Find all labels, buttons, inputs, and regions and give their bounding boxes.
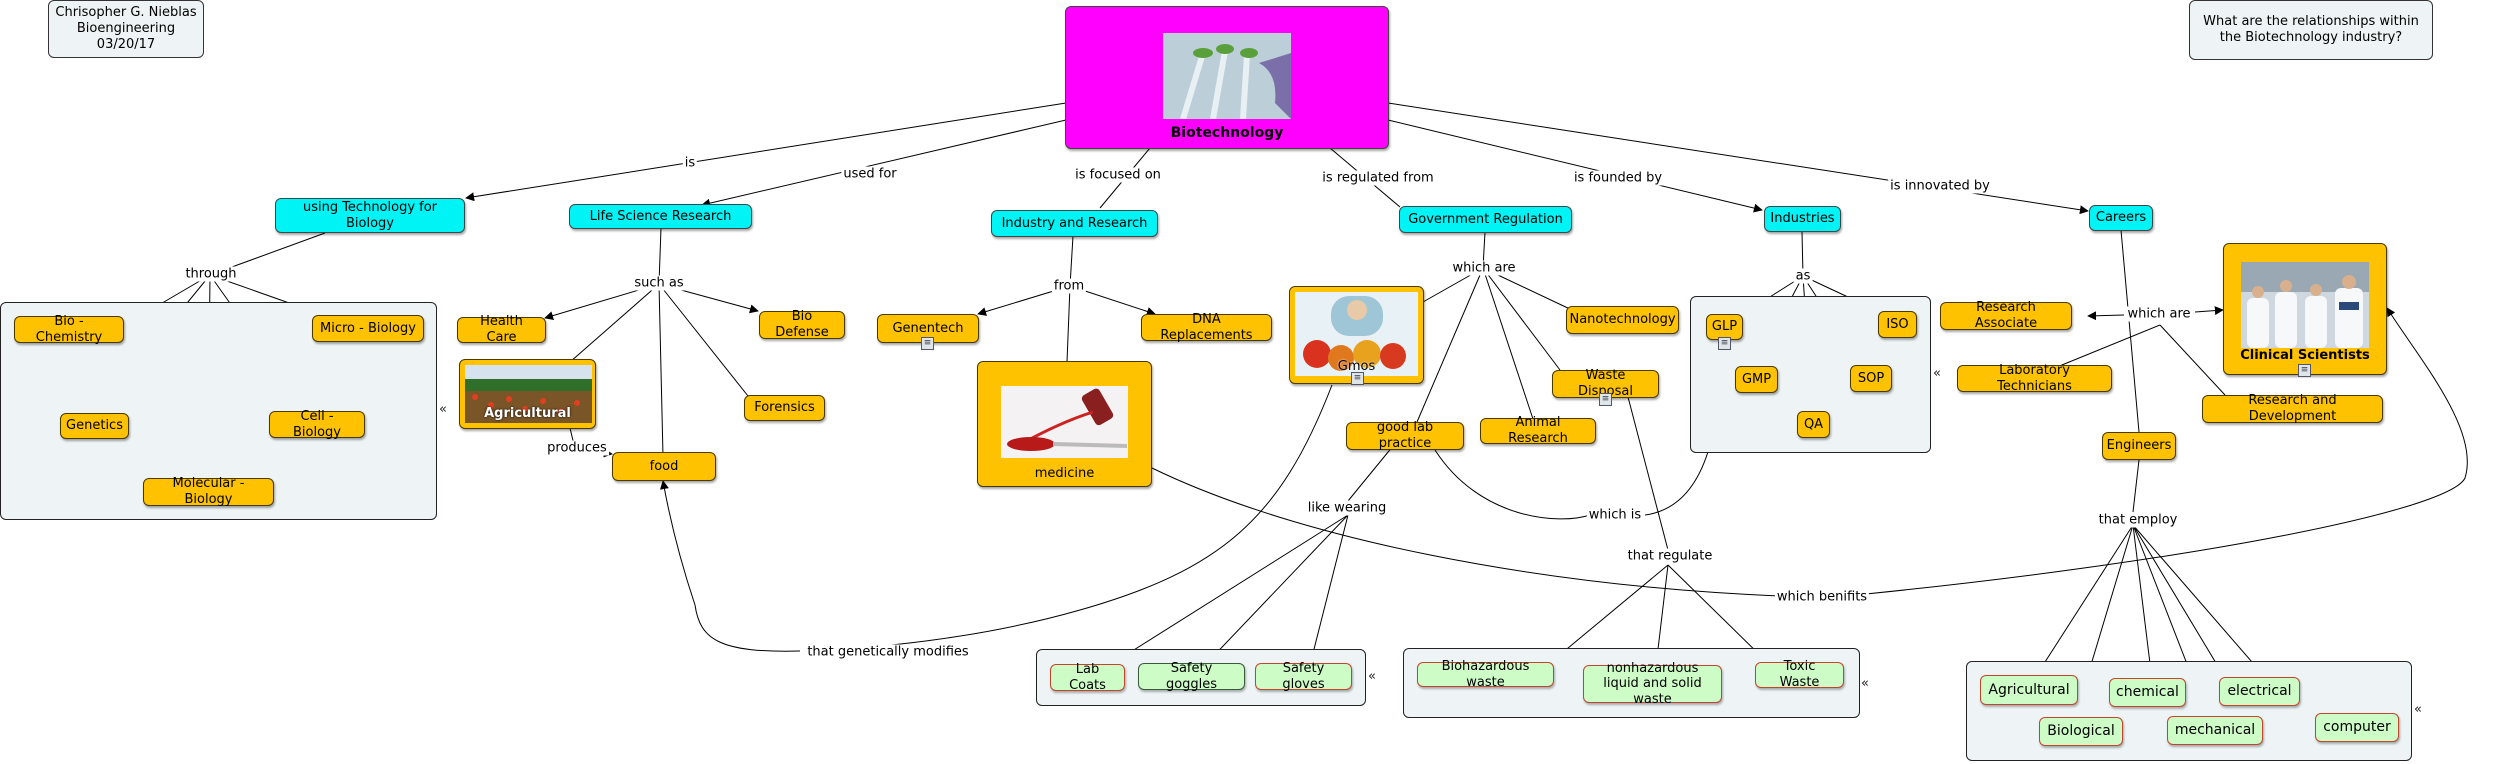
- link-label-is-regulated-from: is regulated from: [1320, 170, 1436, 186]
- node-dna-replacements[interactable]: DNA Replacements: [1141, 312, 1272, 343]
- document-icon[interactable]: ≡: [1599, 393, 1612, 406]
- node-laboratory-technicians[interactable]: Laboratory Technicians: [1957, 363, 2112, 394]
- link-label-is-founded-by: is founded by: [1571, 170, 1665, 186]
- link-used-for: [701, 119, 1067, 208]
- node-careers[interactable]: Careers: [2089, 205, 2153, 231]
- node-cell-biology[interactable]: Cell - Biology: [269, 409, 365, 440]
- node-eng-computer[interactable]: computer: [2315, 713, 2399, 742]
- link-label-is: is: [682, 155, 698, 171]
- author-date: 03/20/17: [96, 37, 156, 52]
- node-engineers[interactable]: Engineers: [2102, 432, 2176, 460]
- node-eng-agricultural[interactable]: Agricultural: [1980, 675, 2078, 705]
- node-safety-gloves[interactable]: Safety gloves: [1255, 661, 1352, 692]
- link-label-used-for: used for: [841, 166, 899, 182]
- node-industries[interactable]: Industries: [1764, 206, 1841, 232]
- link-label-that-genetically-modifies: that genetically modifies: [805, 644, 971, 660]
- clinical-scientists-label: Clinical Scientists: [2240, 348, 2370, 363]
- gmos-label: Gmos: [1337, 359, 1376, 374]
- biotechnology-title: Biotechnology: [1170, 125, 1284, 141]
- collapse-icon[interactable]: «: [1933, 366, 1941, 381]
- node-clinical-scientists[interactable]: Clinical Scientists ≡: [2223, 243, 2387, 377]
- gmo-fruit-image: [1295, 292, 1418, 376]
- link-label-that-employ: that employ: [2096, 512, 2180, 528]
- node-research-associate[interactable]: Research Associate: [1940, 300, 2072, 331]
- link-label-which-are-gov: which are: [1450, 260, 1518, 276]
- node-biohazardous-waste[interactable]: Biohazardous waste: [1417, 659, 1554, 690]
- node-bio-defense[interactable]: Bio Defense: [759, 309, 845, 340]
- node-nanotechnology[interactable]: Nanotechnology: [1566, 306, 1679, 334]
- node-industry-and-research[interactable]: Industry and Research: [991, 210, 1158, 237]
- collapse-icon[interactable]: «: [2414, 702, 2422, 717]
- node-nonhazardous-waste[interactable]: nonhazardous liquid and solid waste: [1583, 661, 1722, 707]
- node-eng-electrical[interactable]: electrical: [2219, 677, 2300, 706]
- node-micro-biology[interactable]: Micro - Biology: [312, 315, 424, 342]
- biotechnology-node[interactable]: Biotechnology: [1065, 6, 1389, 149]
- node-medicine[interactable]: medicine: [977, 361, 1152, 487]
- node-sop[interactable]: SOP: [1850, 365, 1892, 392]
- node-molecular-biology[interactable]: Molecular - Biology: [143, 476, 274, 507]
- node-iso[interactable]: ISO: [1878, 311, 1917, 338]
- medicine-spoon-image: [1001, 386, 1128, 458]
- link-label-which-are-careers: which are: [2125, 306, 2193, 322]
- node-good-lab-practice[interactable]: good lab practice: [1346, 420, 1464, 451]
- node-food[interactable]: food: [612, 452, 716, 481]
- node-animal-research[interactable]: Animal Research: [1480, 415, 1596, 446]
- link-label-that-regulate: that regulate: [1625, 548, 1715, 564]
- document-icon[interactable]: ≡: [1718, 337, 1731, 350]
- medicine-label: medicine: [1034, 466, 1095, 481]
- collapse-icon[interactable]: «: [439, 402, 447, 417]
- node-toxic-waste[interactable]: Toxic Waste: [1755, 659, 1844, 690]
- node-bio-chemistry[interactable]: Bio - Chemistry: [14, 314, 124, 345]
- document-icon[interactable]: ≡: [921, 337, 934, 350]
- node-agricultural[interactable]: Agricultural: [459, 359, 596, 429]
- node-qa[interactable]: QA: [1797, 411, 1830, 438]
- biotech-plant-image: [1163, 33, 1291, 119]
- node-health-care[interactable]: Health Care: [457, 314, 546, 345]
- node-gmp[interactable]: GMP: [1735, 366, 1778, 393]
- author-department: Bioengineering: [76, 21, 176, 36]
- agricultural-field-image: [465, 365, 592, 423]
- link-label-produces: produces: [545, 440, 609, 456]
- node-glp[interactable]: GLP: [1706, 314, 1743, 340]
- node-gmos[interactable]: Gmos ≡: [1289, 286, 1424, 385]
- node-eng-biological[interactable]: Biological: [2039, 717, 2123, 746]
- node-government-regulation[interactable]: Government Regulation: [1399, 206, 1572, 233]
- node-eng-mechanical[interactable]: mechanical: [2167, 716, 2263, 745]
- link-label-as: as: [1793, 268, 1813, 284]
- link-label-such-as: such as: [632, 275, 686, 291]
- link-label-which-is: which is: [1586, 507, 1644, 523]
- link-label-is-innovated-by: is innovated by: [1888, 178, 1992, 194]
- node-life-science-research[interactable]: Life Science Research: [569, 204, 752, 229]
- link-label-from: from: [1051, 278, 1087, 294]
- link-label-like-wearing: like wearing: [1305, 500, 1389, 516]
- author-name: Chrisopher G. Nieblas: [55, 5, 197, 20]
- link-label-which-benifits: which benifits: [1774, 589, 1870, 605]
- node-forensics[interactable]: Forensics: [744, 395, 825, 421]
- focus-question-box: What are the relationships within the Bi…: [2189, 0, 2433, 60]
- node-waste-disposal[interactable]: Waste Disposal: [1552, 368, 1659, 399]
- node-genetics[interactable]: Genetics: [60, 413, 129, 439]
- author-info-box: Chrisopher G. Nieblas Bioengineering 03/…: [48, 0, 204, 58]
- link-label-through: through: [183, 266, 239, 282]
- clinical-scientists-image: [2241, 262, 2369, 348]
- link-founded: [1387, 119, 1763, 213]
- document-icon[interactable]: ≡: [1351, 372, 1364, 385]
- link-label-is-focused-on: is focused on: [1073, 167, 1163, 183]
- agricultural-label: Agricultural: [484, 406, 571, 421]
- node-using-technology[interactable]: using Technology for Biology: [275, 198, 465, 233]
- collapse-icon[interactable]: «: [1861, 676, 1869, 691]
- document-icon[interactable]: ≡: [2298, 364, 2311, 377]
- link-innovated: [1387, 102, 2089, 215]
- link-is: [465, 102, 1067, 202]
- focus-question: What are the relationships within the Bi…: [2203, 14, 2419, 45]
- node-research-and-development[interactable]: Research and Development: [2202, 393, 2383, 424]
- node-safety-goggles[interactable]: Safety goggles: [1138, 661, 1245, 692]
- node-eng-chemical[interactable]: chemical: [2109, 678, 2186, 707]
- node-lab-coats[interactable]: Lab Coats: [1050, 662, 1125, 693]
- collapse-icon[interactable]: «: [1368, 669, 1376, 684]
